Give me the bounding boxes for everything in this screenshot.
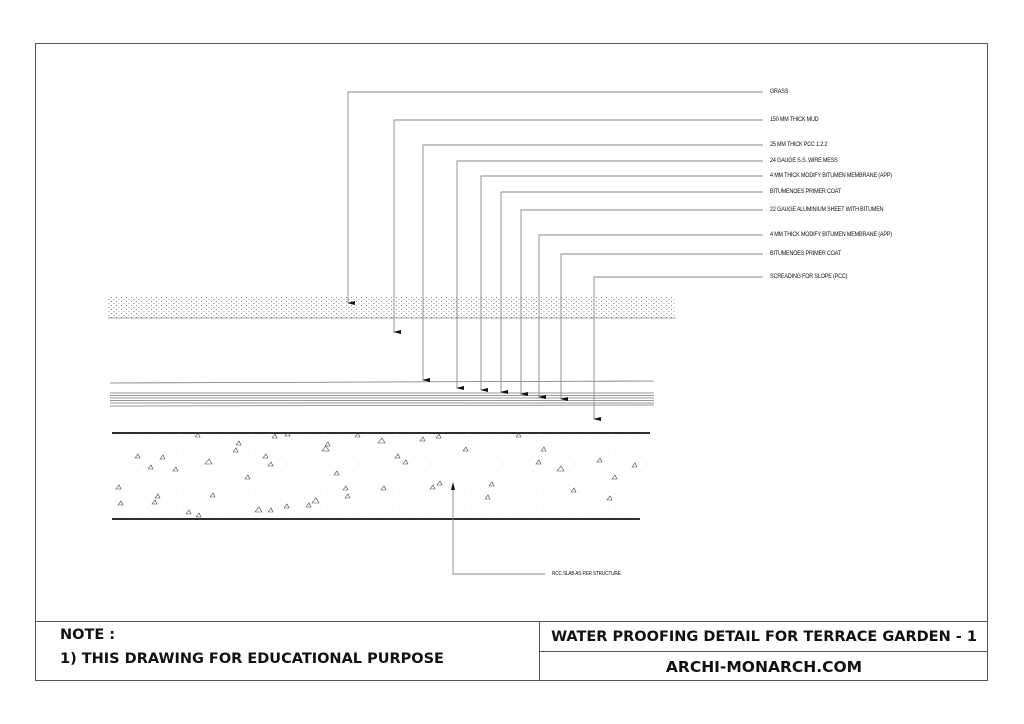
label-rcc-slab: RCC SLAB AS PER STRUCTURE (552, 571, 621, 577)
rcc-slab (112, 431, 650, 520)
drawing-title: WATER PROOFING DETAIL FOR TERRACE GARDEN… (551, 628, 977, 645)
label-wire-mesh: 24 GAUGE S.S. WIRE MESS (770, 157, 838, 164)
label-screed: SCREADING FOR SLOPE (PCC) (770, 273, 848, 280)
label-mud: 150 MM THICK MUD (770, 116, 819, 123)
drawing-sheet-border (35, 43, 988, 681)
label-pcc: 25 MM THICK PCC 1:2:2 (770, 141, 828, 148)
drawing-title-cell: WATER PROOFING DETAIL FOR TERRACE GARDEN… (540, 622, 988, 652)
website-text: ARCHI-MONARCH.COM (665, 657, 863, 676)
label-aluminium-sheet: 22 GAUGE ALUMINIUM SHEET WITH BITUMEN (770, 206, 884, 213)
website-cell: ARCHI-MONARCH.COM (540, 652, 988, 681)
label-bitumen-membrane-2: 4 MM THICK MODIFY BITUMEN MEMBRANE (APP) (770, 231, 892, 238)
label-primer-coat-2: BITUMENOES PRIMER COAT (770, 250, 842, 257)
waterproofing-layers (109, 380, 655, 407)
label-bitumen-membrane-1: 4 MM THICK MODIFY BITUMEN MEMBRANE (APP) (770, 172, 892, 179)
note-heading: NOTE : (60, 627, 116, 643)
label-grass: GRASS (770, 88, 789, 95)
label-primer-coat-1: BITUMENOES PRIMER COAT (770, 188, 842, 195)
title-block: NOTE : 1) THIS DRAWING FOR EDUCATIONAL P… (35, 621, 988, 681)
note-item: 1) THIS DRAWING FOR EDUCATIONAL PURPOSE (60, 651, 444, 667)
leader-lines (347, 91, 763, 575)
grass-layer (108, 297, 676, 319)
note-cell: NOTE : 1) THIS DRAWING FOR EDUCATIONAL P… (35, 622, 540, 681)
